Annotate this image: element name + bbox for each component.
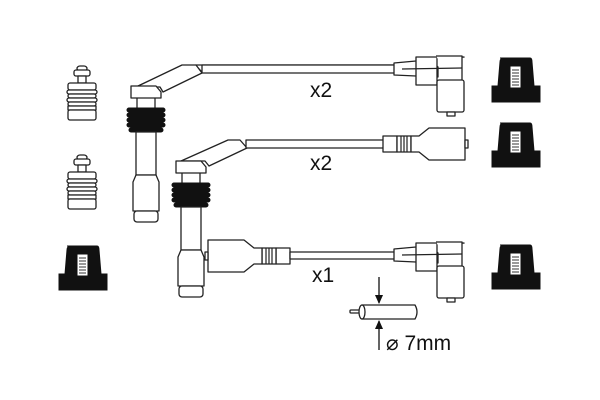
cable-set-a bbox=[126, 55, 465, 223]
rubber-boot-right-2 bbox=[491, 122, 541, 168]
cable-set-b bbox=[171, 127, 469, 298]
cable-diameter-indicator bbox=[349, 277, 418, 350]
cable-set-c-quantity: x1 bbox=[312, 264, 334, 287]
spark-plug-cap-2 bbox=[66, 154, 98, 210]
rubber-boot-left bbox=[58, 245, 108, 291]
spark-plug-cap-1 bbox=[66, 65, 98, 121]
rubber-boot-right-1 bbox=[491, 57, 541, 103]
cable-set-b-quantity: x2 bbox=[310, 152, 332, 175]
cable-set-c bbox=[204, 239, 465, 303]
cable-diameter-label: ⌀ 7mm bbox=[386, 332, 451, 355]
rubber-boot-right-3 bbox=[491, 244, 541, 290]
cable-set-a-quantity: x2 bbox=[310, 79, 332, 102]
